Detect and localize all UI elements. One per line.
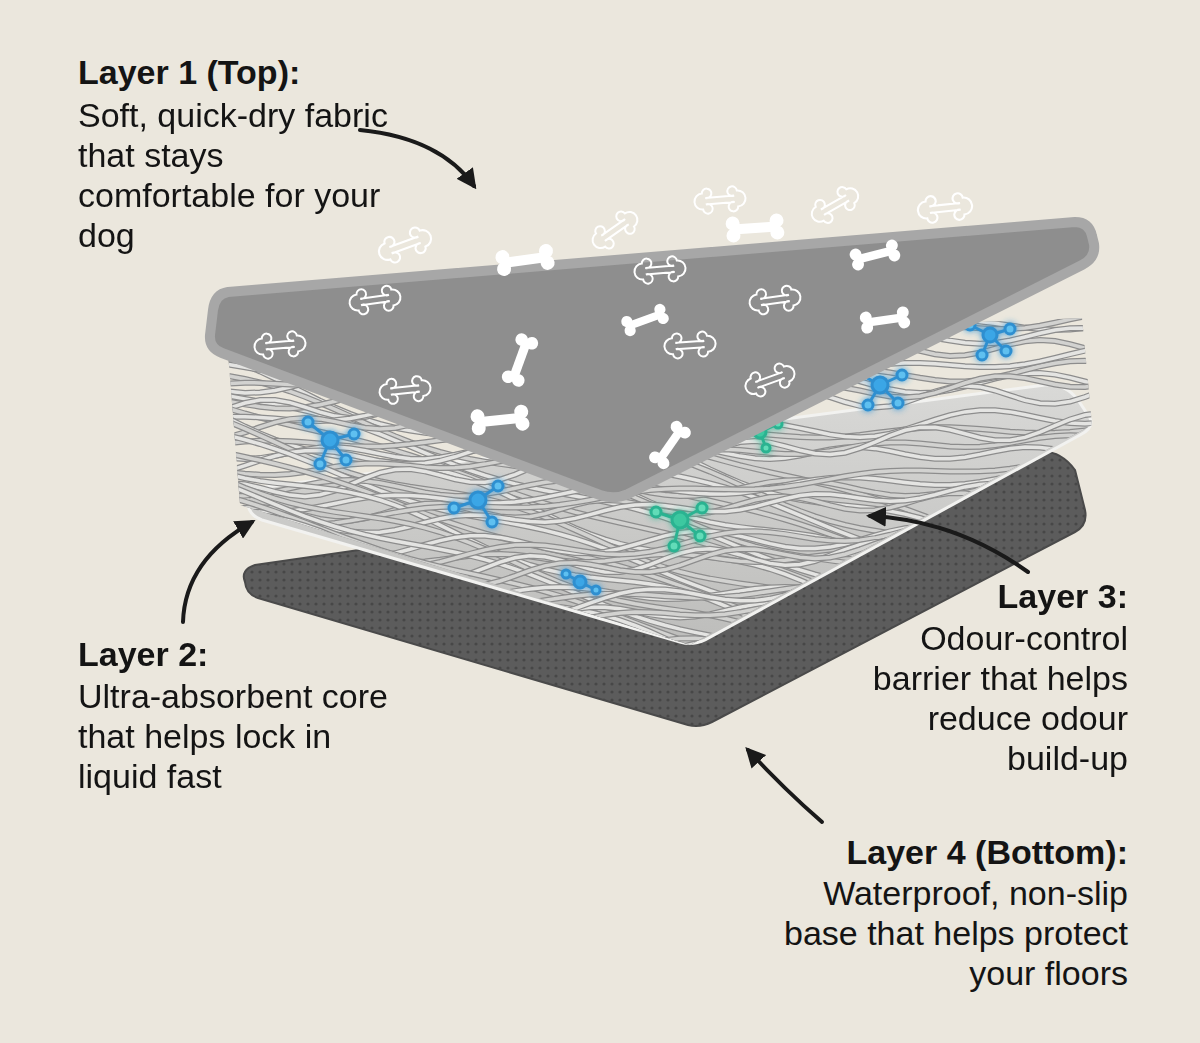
absorbent-core bbox=[200, 202, 1100, 851]
top-fabric-layer bbox=[210, 222, 1094, 497]
fiber-shadow bbox=[200, 554, 1100, 562]
bone-pattern bbox=[253, 181, 973, 471]
layer-description: Odour-control barrier that helps reduce … bbox=[856, 618, 1128, 778]
fiber-shadow bbox=[200, 524, 1100, 791]
layer-heading: Layer 3: bbox=[808, 576, 1128, 616]
layer-description: Ultra-absorbent core that helps lock in … bbox=[78, 676, 392, 796]
layer-heading: Layer 1 (Top): bbox=[78, 52, 438, 92]
layer-heading: Layer 4 (Bottom): bbox=[728, 832, 1128, 872]
layer-heading: Layer 2: bbox=[78, 634, 398, 674]
layer-description: Soft, quick-dry fabric that stays comfor… bbox=[78, 95, 388, 255]
fiber bbox=[200, 524, 1100, 791]
fiber bbox=[200, 554, 1100, 562]
fiber-shadow bbox=[200, 535, 1100, 586]
layer-description: Waterproof, non-slip base that helps pro… bbox=[756, 873, 1128, 993]
fiber bbox=[200, 535, 1100, 586]
